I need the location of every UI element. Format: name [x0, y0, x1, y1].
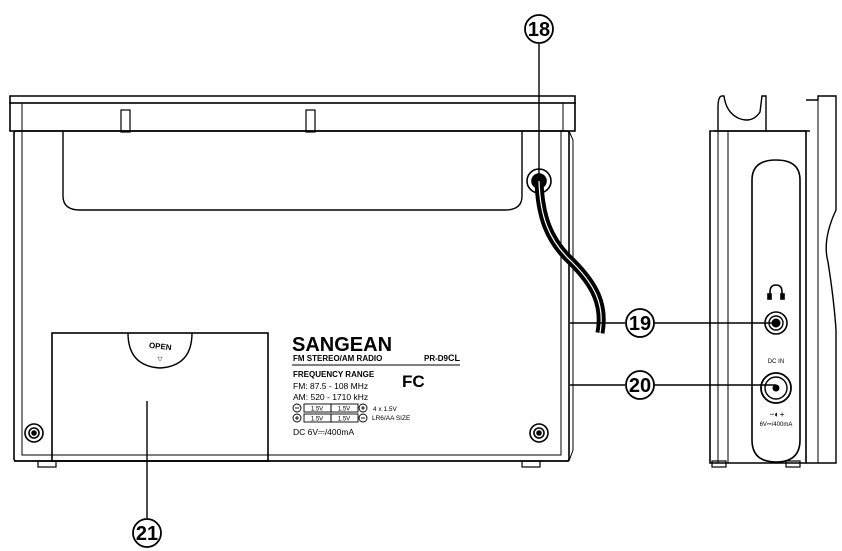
svg-text:20: 20 [629, 375, 651, 397]
svg-text:21: 21 [136, 523, 158, 545]
battery-cell-1: 1.5V [311, 407, 323, 413]
radio-type: FM STEREO/AM RADIO [293, 354, 382, 363]
frequency-range-title: FREQUENCY RANGE [293, 370, 375, 379]
battery-size: LR6/AA SIZE [372, 415, 411, 422]
battery-cell-4: 1.5V [338, 417, 350, 423]
battery-cell-3: 1.5V [311, 417, 323, 423]
callout-21: 21 [132, 518, 162, 548]
battery-cell-2: 1.5V [338, 407, 350, 413]
callout-20: 20 [625, 370, 655, 400]
battery-open-label: OPEN [149, 341, 173, 352]
rating-label: SANGEAN FM STEREO/AM RADIO PR-D9CL FREQU… [292, 334, 461, 437]
radio-side-view [709, 95, 837, 468]
headphones-icon [767, 284, 785, 300]
callout-19: 19 [625, 308, 655, 338]
dc-spec: DC 6V⎓/400mA [293, 427, 354, 437]
fcc-logo: FC [402, 372, 425, 391]
battery-compartment-door[interactable] [51, 332, 269, 462]
dc-in-jack[interactable] [760, 372, 792, 404]
battery-diagram [292, 403, 368, 423]
svg-text:18: 18 [528, 19, 550, 41]
callout-18: 18 [524, 14, 554, 44]
radio-back-view [9, 95, 576, 468]
brand-name: SANGEAN [292, 334, 392, 356]
battery-quantity: 4 x 1.5V [373, 406, 398, 413]
battery-open-arrow: ▽ [158, 356, 164, 363]
fm-range: FM: 87.5 - 108 MHz [293, 381, 368, 391]
svg-text:19: 19 [629, 313, 651, 335]
dc-in-label: DC IN [768, 359, 784, 365]
model-number: PR-D9CL [424, 353, 461, 363]
polarity-symbol: −◐+ [769, 409, 784, 419]
am-range: AM: 520 - 1710 kHz [293, 392, 368, 402]
antenna-cable [534, 180, 606, 334]
dc-rating: 6V⎓/400mA [760, 422, 793, 428]
